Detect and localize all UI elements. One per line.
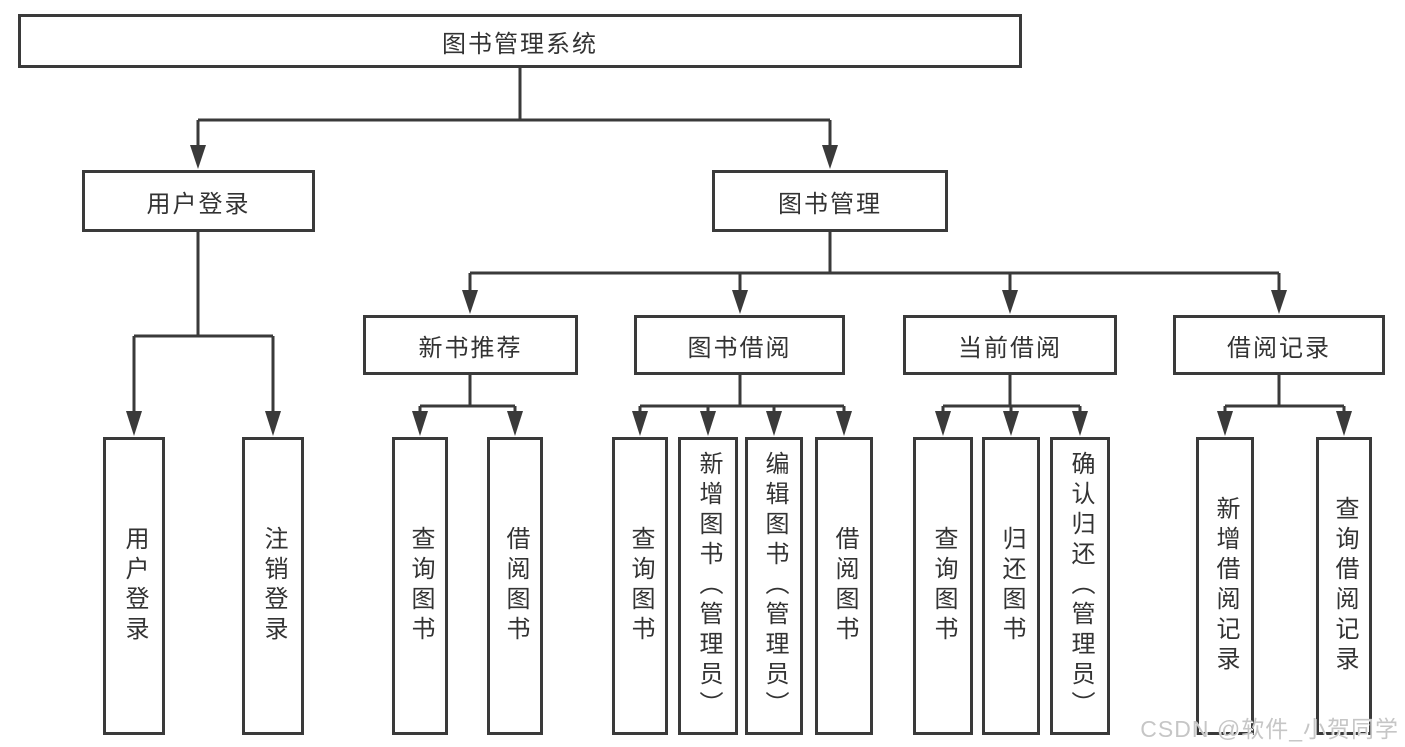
arrowhead-down (632, 411, 648, 436)
arrowhead-down (1217, 411, 1233, 436)
arrowhead-down (190, 145, 206, 169)
leaf-borrow-books-recommend-label: 借阅图书 (502, 526, 529, 646)
arrowhead-down (700, 411, 716, 436)
leaf-add-books-admin-label: 新增图书（管理员） (695, 451, 722, 721)
edge-current-borrowing-to-leaves (935, 375, 1088, 436)
leaf-return-books: 归还图书 (982, 437, 1040, 735)
node-borrowing-records: 借阅记录 (1173, 315, 1385, 375)
node-user-login: 用户登录 (82, 170, 315, 232)
leaf-query-books-recommend: 查询图书 (392, 437, 448, 735)
arrowhead-down (1002, 290, 1018, 314)
arrowhead-down (732, 290, 748, 314)
arrowhead-down (265, 411, 281, 436)
leaf-logout: 注销登录 (242, 437, 304, 735)
node-user-login-label: 用户登录 (146, 190, 251, 218)
leaf-confirm-return-admin-label: 确认归还（管理员） (1067, 451, 1094, 721)
arrowhead-down (1271, 290, 1287, 314)
leaf-query-borrow-record: 查询借阅记录 (1316, 437, 1372, 735)
arrowhead-down (462, 290, 478, 314)
edge-borrowing-records-to-leaves (1217, 375, 1352, 436)
edge-user-login-to-leaves (126, 232, 281, 436)
edge-root-to-level2 (190, 68, 838, 169)
arrowhead-down (1336, 411, 1352, 436)
leaf-query-books-borrowing: 查询图书 (612, 437, 668, 735)
leaf-query-books-borrowing-label: 查询图书 (627, 526, 654, 646)
arrowhead-down (412, 411, 428, 436)
leaf-query-books-current: 查询图书 (913, 437, 973, 735)
leaf-query-books-recommend-label: 查询图书 (407, 526, 434, 646)
node-library-system: 图书管理系统 (18, 14, 1022, 68)
leaf-edit-books-admin-label: 编辑图书（管理员） (761, 451, 788, 721)
node-new-book-recommendation-label: 新书推荐 (418, 334, 523, 362)
leaf-edit-books-admin: 编辑图书（管理员） (745, 437, 803, 735)
leaf-confirm-return-admin: 确认归还（管理员） (1050, 437, 1110, 735)
node-book-borrowing: 图书借阅 (634, 315, 845, 375)
leaf-add-borrow-record-label: 新增借阅记录 (1212, 496, 1239, 676)
leaf-query-books-current-label: 查询图书 (930, 526, 957, 646)
edge-book-management-to-level3 (462, 232, 1287, 314)
leaf-borrow-books-borrowing-label: 借阅图书 (831, 526, 858, 646)
arrowhead-down (507, 411, 523, 436)
edge-book-borrowing-to-leaves (632, 375, 852, 436)
arrowhead-down (126, 411, 142, 436)
leaf-borrow-books-borrowing: 借阅图书 (815, 437, 873, 735)
node-library-system-label: 图书管理系统 (442, 30, 598, 58)
node-book-borrowing-label: 图书借阅 (687, 334, 792, 362)
node-current-borrowing: 当前借阅 (903, 315, 1117, 375)
arrowhead-down (822, 145, 838, 169)
node-book-management-label: 图书管理 (778, 190, 882, 218)
arrowhead-down (836, 411, 852, 436)
leaf-user-login-label: 用户登录 (121, 526, 148, 646)
edge-new-book-to-leaves (412, 375, 523, 436)
leaf-return-books-label: 归还图书 (998, 526, 1025, 646)
node-book-management: 图书管理 (712, 170, 948, 232)
leaf-query-borrow-record-label: 查询借阅记录 (1331, 496, 1358, 676)
node-borrowing-records-label: 借阅记录 (1227, 334, 1331, 362)
node-new-book-recommendation: 新书推荐 (363, 315, 578, 375)
leaf-user-login: 用户登录 (103, 437, 165, 735)
arrowhead-down (1072, 411, 1088, 436)
leaf-logout-label: 注销登录 (260, 526, 287, 646)
node-current-borrowing-label: 当前借阅 (958, 334, 1062, 362)
leaf-borrow-books-recommend: 借阅图书 (487, 437, 543, 735)
leaf-add-books-admin: 新增图书（管理员） (678, 437, 738, 735)
arrowhead-down (935, 411, 951, 436)
watermark: CSDN @软件_小贺同学 (1140, 716, 1399, 742)
leaf-add-borrow-record: 新增借阅记录 (1196, 437, 1254, 735)
arrowhead-down (766, 411, 782, 436)
arrowhead-down (1003, 411, 1019, 436)
